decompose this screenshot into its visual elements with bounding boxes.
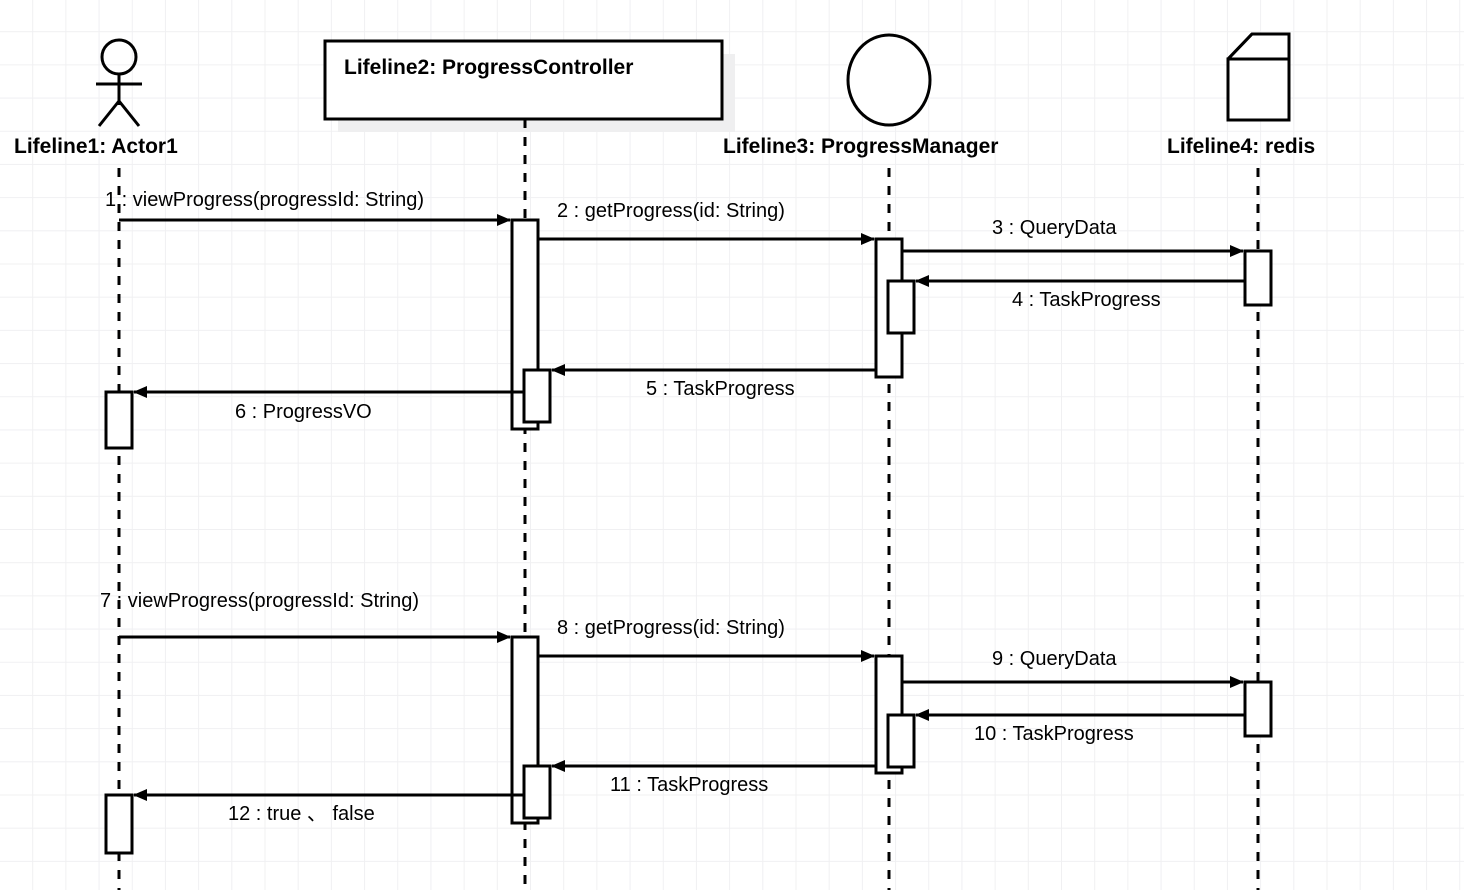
message-label-12: 12 : true 、 false	[228, 803, 375, 825]
activation-bar	[886, 279, 916, 335]
message-label-2: 2 : getProgress(id: String)	[557, 200, 785, 222]
lifeline-label-lifeline1: Lifeline1: Actor1	[14, 135, 178, 158]
activation-bar	[1243, 680, 1273, 738]
activation-bar	[510, 218, 540, 431]
message-label-3: 3 : QueryData	[992, 217, 1117, 239]
message-label-4: 4 : TaskProgress	[1012, 289, 1161, 311]
actor-stick-figure-icon	[96, 38, 142, 127]
message-label-11: 11 : TaskProgress	[610, 774, 769, 796]
activation-bar	[104, 793, 134, 855]
message-label-10: 10 : TaskProgress	[974, 723, 1134, 745]
message-label-6: 6 : ProgressVO	[235, 401, 372, 423]
lifeline-label-lifeline2: Lifeline2: ProgressController	[344, 56, 634, 79]
activation-bar	[104, 390, 134, 450]
lifeline2-box	[323, 39, 724, 121]
message-label-8: 8 : getProgress(id: String)	[557, 617, 785, 639]
activation-bar	[522, 764, 552, 820]
message-label-1: 1 : viewProgress(progressId: String)	[105, 189, 425, 211]
node-cube-icon	[1226, 32, 1291, 122]
activation-bar	[886, 713, 916, 769]
activation-bar	[522, 368, 552, 424]
lifeline-label-lifeline3: Lifeline3: ProgressManager	[723, 135, 999, 158]
message-label-9: 9 : QueryData	[992, 648, 1117, 670]
message-label-5: 5 : TaskProgress	[646, 378, 795, 400]
activation-bar	[1243, 249, 1273, 307]
message-label-7: 7 : viewProgress(progressId: String)	[100, 590, 420, 612]
lifeline-label-lifeline4: Lifeline4: redis	[1167, 135, 1316, 158]
boundary-circle-icon	[846, 33, 932, 127]
